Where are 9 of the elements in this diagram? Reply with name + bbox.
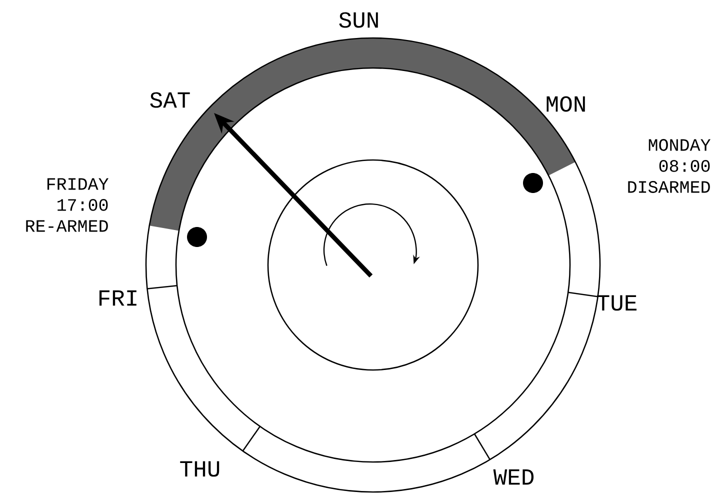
day-label: SAT bbox=[150, 92, 190, 108]
day-label: WED bbox=[493, 469, 534, 485]
day-label: MON bbox=[546, 96, 585, 112]
day-label: THU bbox=[180, 461, 220, 477]
day-label: FRI bbox=[99, 290, 136, 306]
day-label: TUE bbox=[597, 295, 637, 311]
time-note: FRIDAY 17:00 RE-ARMED bbox=[26, 178, 108, 232]
time-note: MONDAY 08:00 DISARMED bbox=[628, 139, 710, 193]
day-label: SUN bbox=[339, 12, 378, 28]
